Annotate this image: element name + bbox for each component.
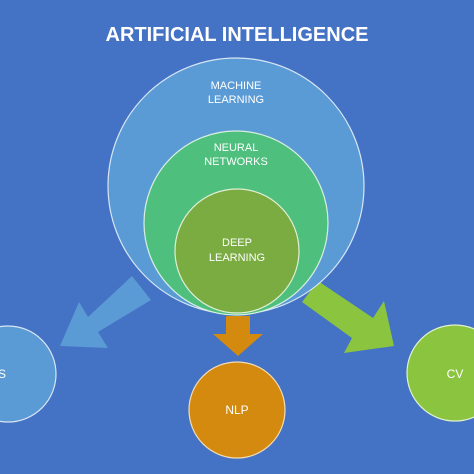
cv-label: CV (447, 367, 464, 381)
cv-circle (406, 324, 474, 422)
neural-networks-label-line2: NETWORKS (204, 156, 268, 168)
neural-networks-label-line1: NEURAL (214, 142, 259, 154)
machine-learning-label-line2: LEARNING (208, 94, 264, 106)
diagram-title: ARTIFICIAL INTELLIGENCE (106, 24, 369, 46)
deep-learning-label-line1: DEEP (222, 237, 252, 249)
arrow-to-cv (302, 281, 394, 353)
deep-learning-label-line2: LEARNING (209, 252, 265, 264)
machine-learning-label-line1: MACHINE (211, 80, 262, 92)
deep-learning-circle (174, 188, 300, 314)
nlp-circle (188, 361, 286, 459)
arrow-to-nlp (213, 316, 263, 356)
es-label: ES (0, 367, 6, 381)
arrow-to-es (60, 276, 151, 348)
es-circle (0, 325, 57, 423)
nlp-label: NLP (225, 403, 248, 417)
